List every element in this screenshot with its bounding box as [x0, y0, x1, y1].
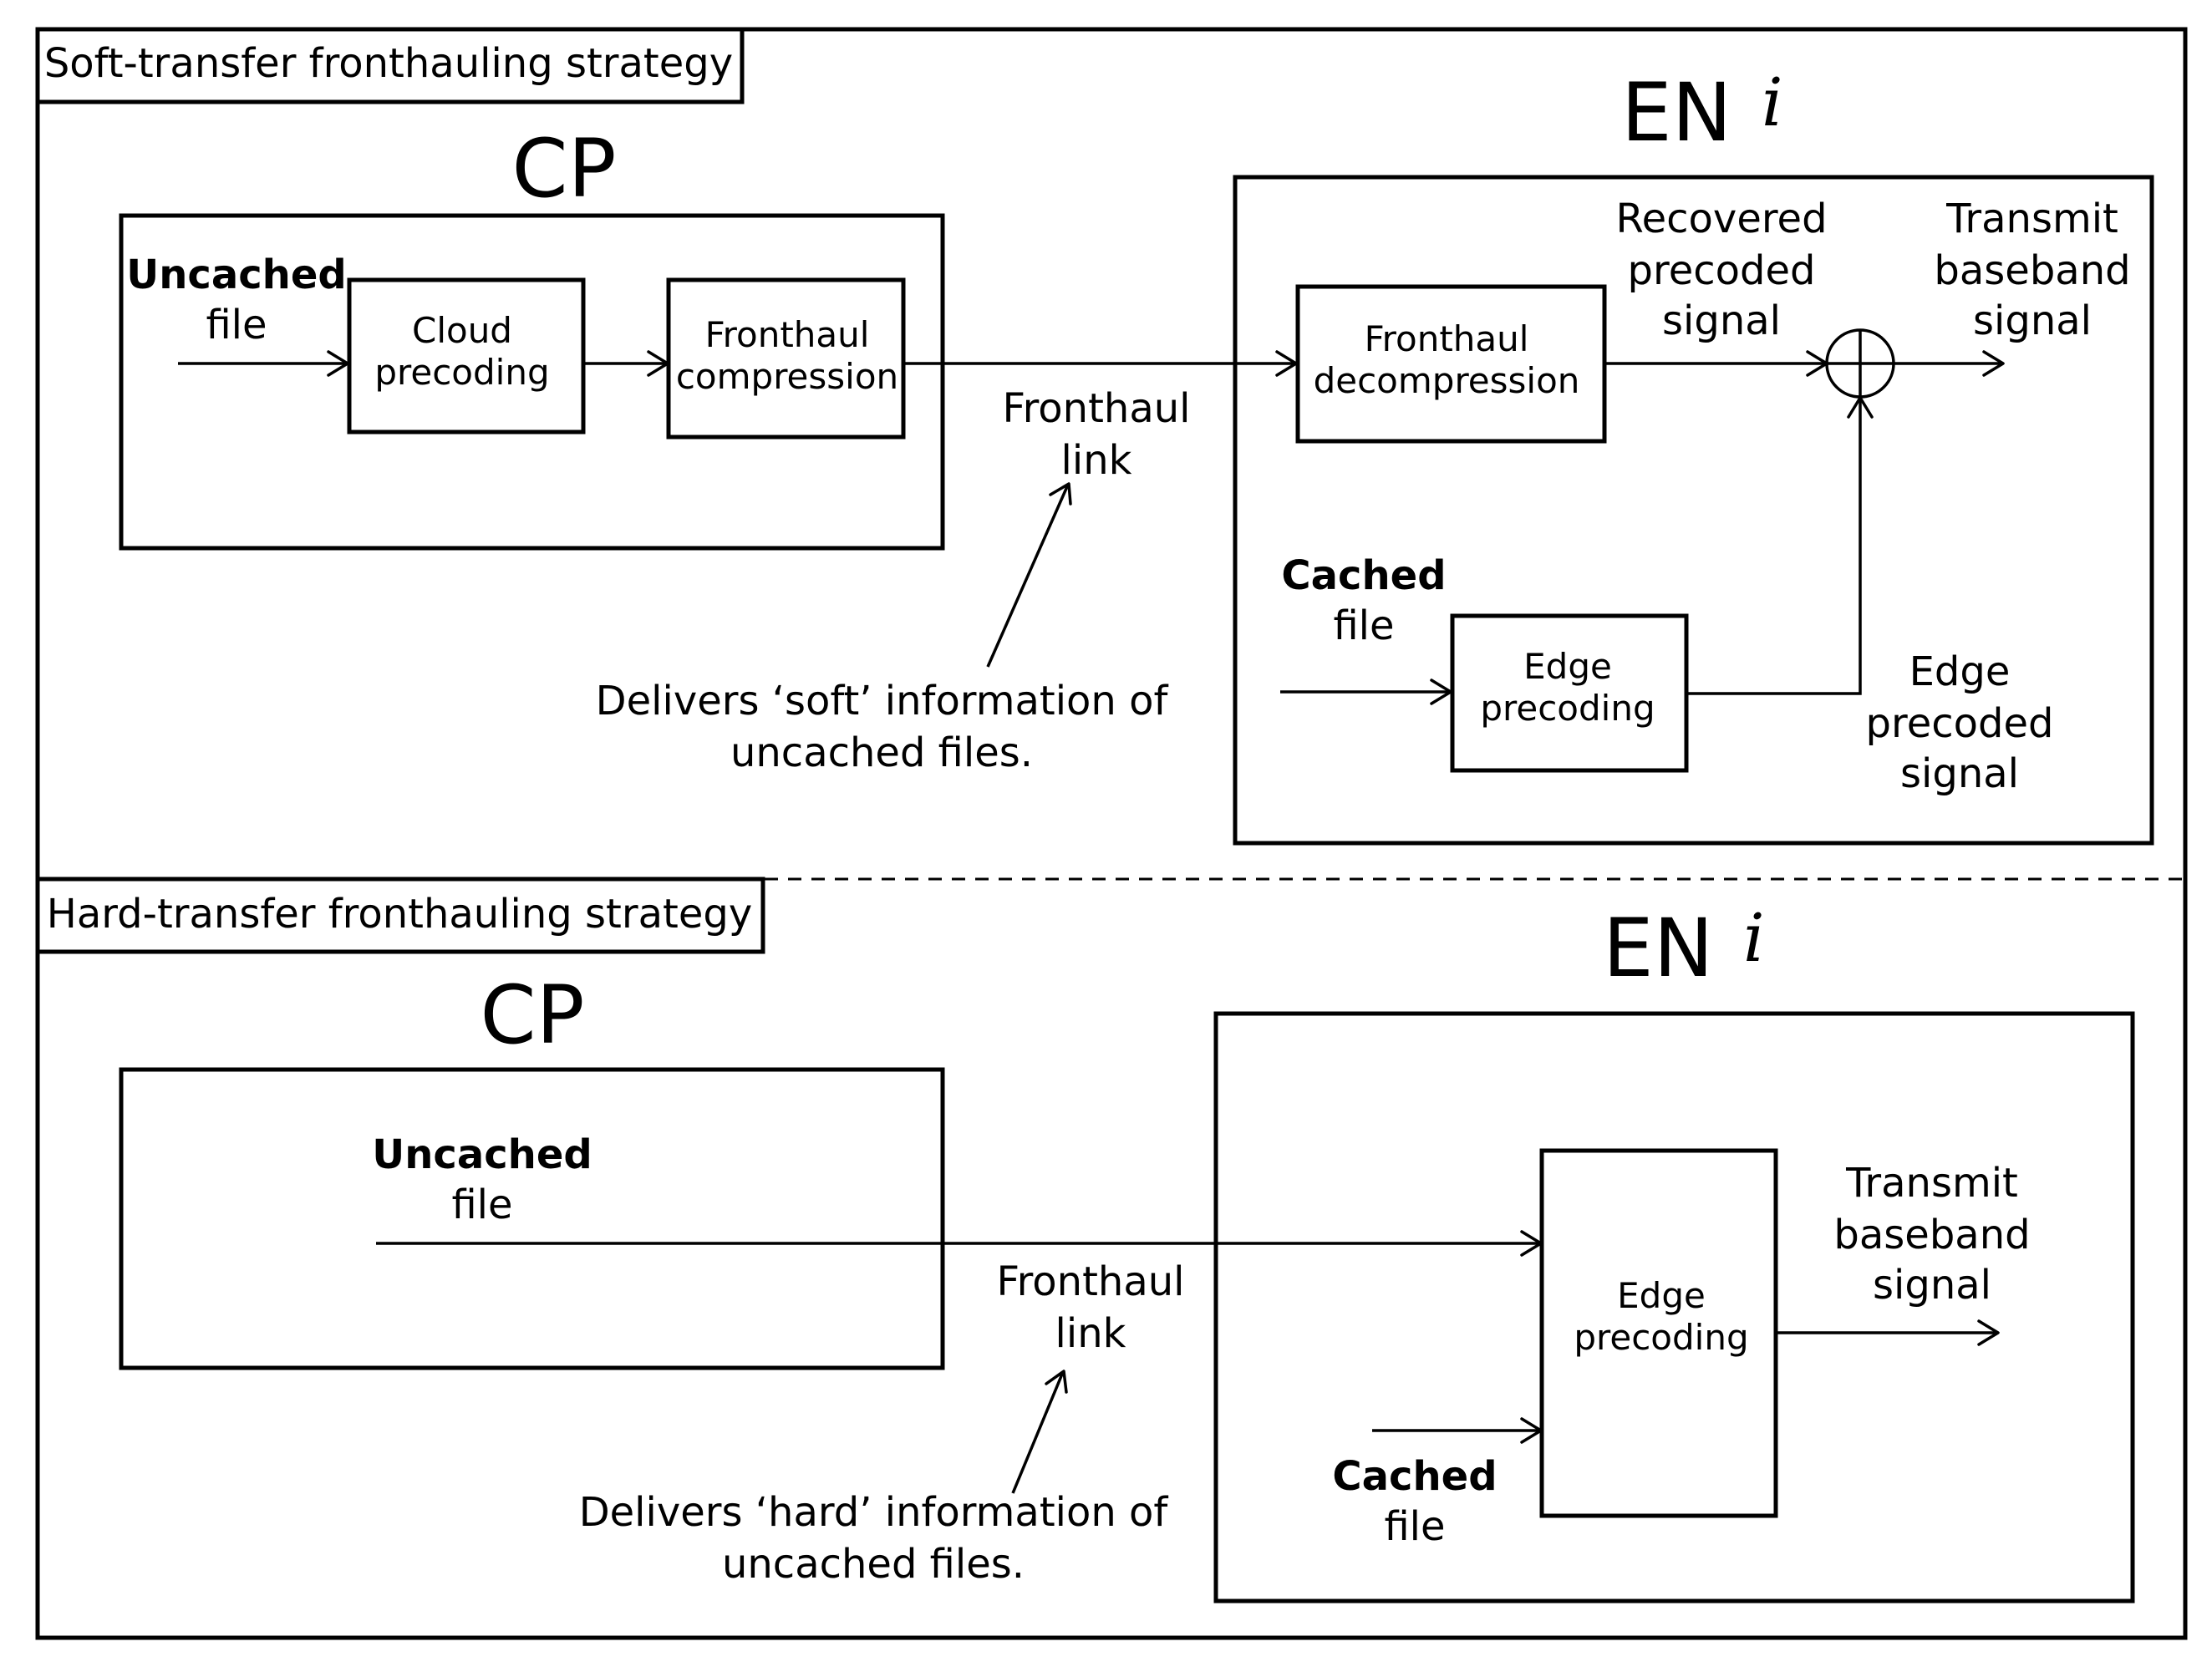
- soft-fronthaul-link-label: link: [1061, 437, 1132, 484]
- fronthaul-compression-label: compression: [676, 356, 898, 397]
- hard-fronthaul-link-label: link: [1055, 1310, 1126, 1357]
- recovered-signal-label: signal: [1662, 297, 1781, 344]
- hard-title-box: [35, 877, 765, 954]
- soft-uncached-file-label: file: [206, 302, 267, 348]
- arrowhead: [1045, 1370, 1068, 1394]
- hard-section-title: Hard-transfer fronthauling strategy: [47, 891, 752, 938]
- edge-to-adder-arrow: [1686, 399, 1862, 695]
- edge-signal-label: precoded: [1866, 700, 2054, 747]
- arrowhead: [1520, 1417, 1543, 1444]
- soft-en-box: [1233, 175, 2154, 846]
- hard-en-index: i: [1743, 899, 1765, 977]
- soft-delivers-note: Delivers ‘soft’ information of: [596, 678, 1169, 724]
- soft-uncached-label: Uncached: [126, 252, 347, 298]
- soft-cp-label: CP: [512, 122, 617, 216]
- recovered-signal-label: precoded: [1628, 247, 1816, 294]
- edge-signal-label: Edge: [1909, 648, 2011, 695]
- soft-note-pointer: [986, 484, 1070, 668]
- soft-fronthaul-link-label: Fronthaul: [1003, 385, 1191, 432]
- fronthaul-compression-label: Fronthaul: [705, 314, 870, 355]
- outer-frame: [35, 27, 2188, 1640]
- hard-transmit-label: baseband: [1833, 1212, 2030, 1258]
- cloud-precoding-label: Cloud: [412, 310, 512, 351]
- hard-edge-precoding-label: precoding: [1574, 1317, 1748, 1358]
- hard-transfer-section: Hard-transfer fronthauling strategy CP U…: [35, 877, 2135, 1603]
- recovered-signal-label: Recovered: [1615, 196, 1827, 242]
- hard-note-pointer: [1011, 1371, 1065, 1494]
- fronthaul-decompression-label: Fronthaul: [1365, 318, 1529, 359]
- hard-transmit-label: signal: [1873, 1262, 1991, 1309]
- soft-section-title: Soft-transfer fronthauling strategy: [44, 40, 733, 87]
- fronthaul-compression-block: [666, 277, 906, 440]
- arrowhead: [1847, 396, 1874, 419]
- hard-cached-label: Cached: [1332, 1453, 1497, 1500]
- soft-delivers-note: uncached files.: [730, 729, 1033, 776]
- arrowhead: [1049, 482, 1072, 506]
- hard-en-box: [1213, 1011, 2135, 1603]
- soft-transmit-label: signal: [1973, 297, 2092, 344]
- edge-signal-label: signal: [1900, 750, 2019, 797]
- fronthaul-decompression-label: decompression: [1314, 360, 1580, 401]
- hard-delivers-note: uncached files.: [722, 1541, 1025, 1588]
- soft-transfer-section: Soft-transfer fronthauling strategy CP U…: [35, 27, 2154, 846]
- hard-uncached-label: Uncached: [372, 1131, 592, 1178]
- soft-en-label: EN: [1621, 66, 1731, 160]
- hard-cp-label: CP: [481, 968, 585, 1062]
- soft-cp-box: [119, 213, 945, 551]
- arrowhead: [1977, 1319, 2000, 1346]
- cloud-precoding-block: [347, 277, 586, 435]
- soft-title-box: [35, 27, 745, 104]
- cloud-precoding-label: precoding: [374, 352, 549, 393]
- hard-uncached-file-label: file: [451, 1182, 512, 1228]
- soft-transmit-label: baseband: [1934, 247, 2130, 294]
- arrowhead: [1982, 350, 2005, 377]
- soft-cached-file-label: file: [1333, 602, 1394, 649]
- hard-delivers-note: Delivers ‘hard’ information of: [579, 1489, 1169, 1536]
- hard-en-label: EN: [1603, 902, 1713, 995]
- hard-fronthaul-link-label: Fronthaul: [997, 1258, 1185, 1305]
- hard-edge-precoding-label: Edge: [1617, 1275, 1706, 1316]
- soft-edge-precoding-label: precoding: [1480, 688, 1655, 729]
- soft-cached-label: Cached: [1281, 552, 1446, 599]
- soft-edge-precoding-label: Edge: [1523, 646, 1612, 687]
- soft-transmit-label: Transmit: [1945, 196, 2118, 242]
- hard-cached-file-label: file: [1384, 1503, 1445, 1550]
- hard-cp-box: [119, 1067, 945, 1370]
- soft-en-index: i: [1762, 64, 1783, 141]
- hard-transmit-label: Transmit: [1845, 1160, 2018, 1207]
